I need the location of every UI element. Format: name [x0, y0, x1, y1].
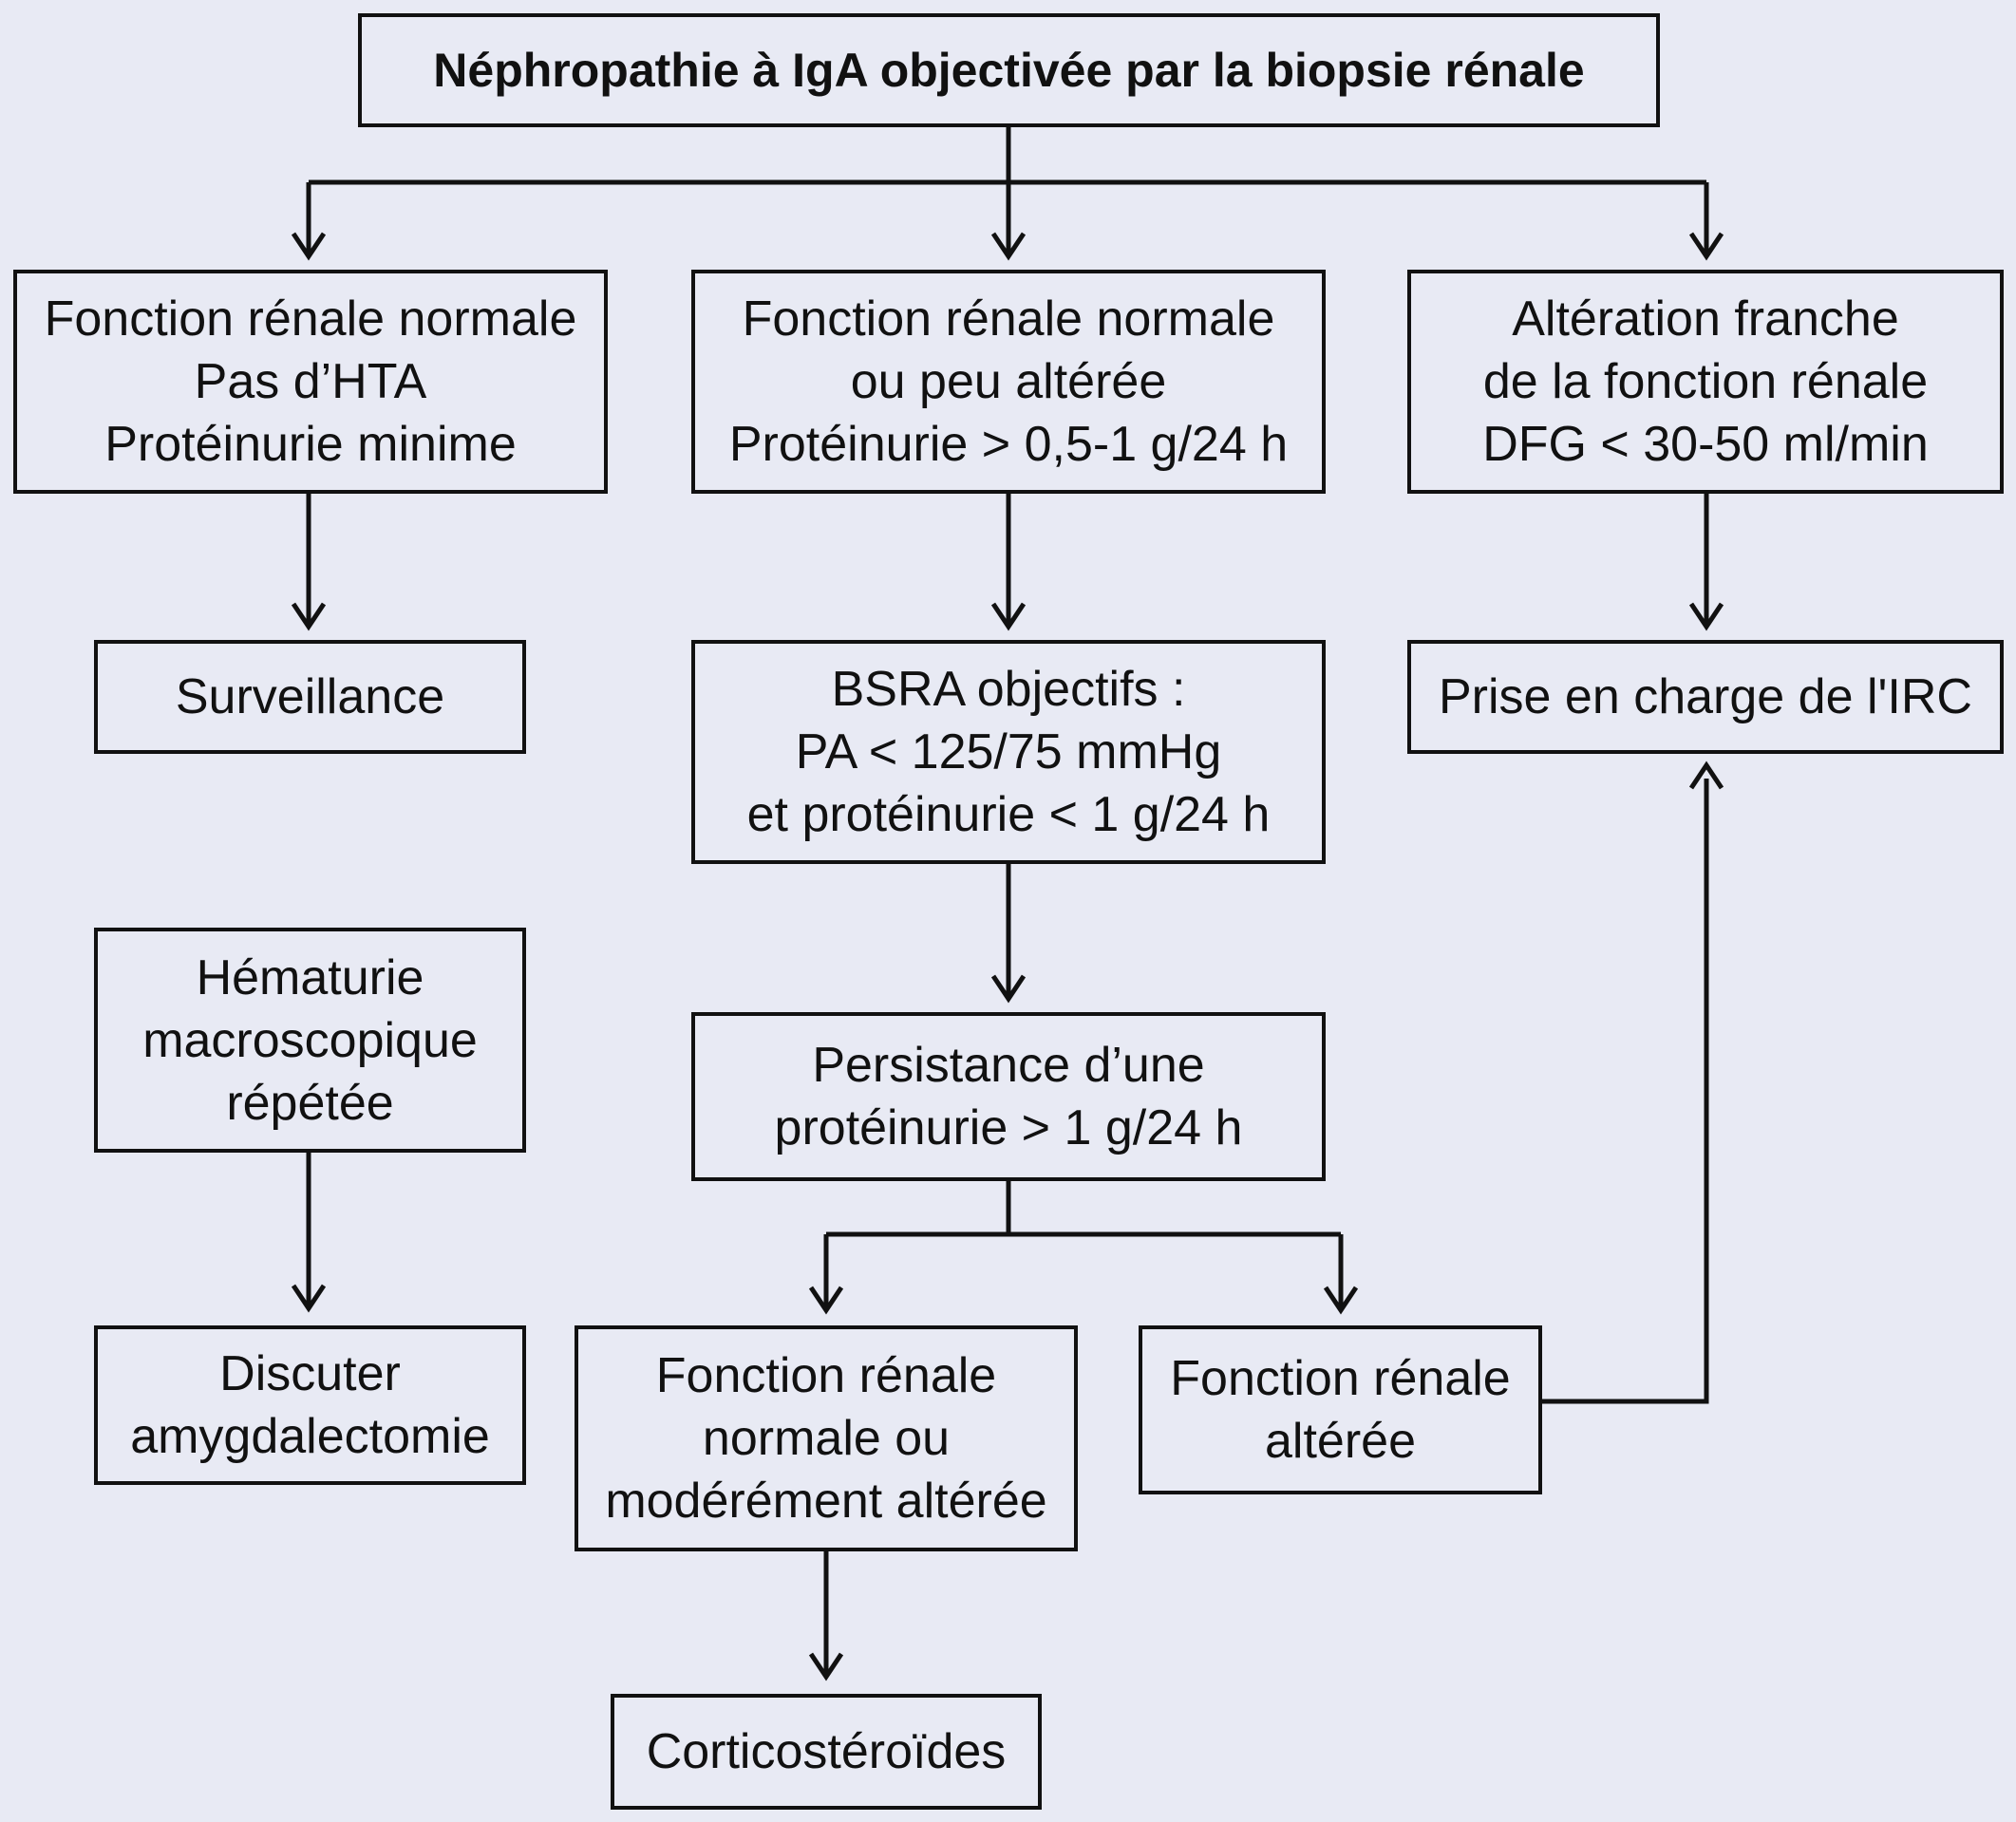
arrowhead-mid-top	[990, 232, 1027, 261]
node-irc: Prise en charge de l'IRC	[1407, 640, 2004, 754]
node-hematurie: Hématurie macroscopique répétée	[94, 928, 526, 1153]
arrowhead-surveillance	[291, 602, 327, 631]
node-fr-alteree: Fonction rénale altérée	[1139, 1325, 1542, 1494]
arrowhead-bsra	[990, 602, 1027, 631]
node-amygdalectomie-line-1: Discuter	[219, 1346, 401, 1401]
node-persistance-line-2: protéinurie > 1 g/24 h	[774, 1100, 1243, 1155]
edge-fr-alteree-irc	[1540, 779, 1709, 1404]
node-fr-normale-line-1: Fonction rénale	[655, 1348, 997, 1403]
node-fr-alteree-line-1: Fonction rénale	[1170, 1351, 1511, 1406]
node-surveillance-line: Surveillance	[175, 669, 445, 724]
arrowhead-persistance	[990, 974, 1027, 1004]
node-corticosteroides-line: Corticostéroïdes	[646, 1724, 1007, 1779]
node-corticosteroides: Corticostéroïdes	[611, 1694, 1042, 1810]
node-irc-line: Prise en charge de l'IRC	[1439, 669, 1972, 724]
node-fr-normale-line-2: normale ou	[702, 1411, 951, 1466]
node-hematurie-line-1: Hématurie	[196, 949, 424, 1005]
node-left-top: Fonction rénale normale Pas d’HTA Protéi…	[13, 270, 608, 494]
node-fr-normale: Fonction rénale normale ou modérément al…	[575, 1325, 1078, 1551]
node-fr-alteree-line-2: altérée	[1265, 1414, 1416, 1469]
node-bsra-line-1: BSRA objectifs :	[831, 662, 1186, 717]
node-hematurie-line-3: répétée	[226, 1075, 394, 1131]
arrowhead-irc-up	[1688, 761, 1724, 790]
node-root: Néphropathie à IgA objectivée par la bio…	[358, 13, 1660, 127]
node-persistance: Persistance d’une protéinurie > 1 g/24 h	[691, 1012, 1326, 1181]
node-bsra: BSRA objectifs : PA < 125/75 mmHg et pro…	[691, 640, 1326, 864]
node-persistance-line-1: Persistance d’une	[812, 1038, 1205, 1093]
node-right-top: Altération franche de la fonction rénale…	[1407, 270, 2004, 494]
node-mid-top-line-2: ou peu altérée	[850, 354, 1167, 409]
node-left-top-line-3: Protéinurie minime	[104, 417, 517, 472]
arrowhead-fr-alteree	[1323, 1286, 1359, 1315]
node-left-top-line-1: Fonction rénale normale	[44, 291, 577, 347]
node-root-line: Néphropathie à IgA objectivée par la bio…	[433, 44, 1585, 97]
node-mid-top: Fonction rénale normale ou peu altérée P…	[691, 270, 1326, 494]
node-surveillance: Surveillance	[94, 640, 526, 754]
node-mid-top-line-3: Protéinurie > 0,5-1 g/24 h	[728, 417, 1289, 472]
arrowhead-left-top	[291, 232, 327, 261]
node-hematurie-line-2: macroscopique	[142, 1012, 478, 1068]
node-mid-top-line-1: Fonction rénale normale	[742, 291, 1275, 347]
node-amygdalectomie: Discuter amygdalectomie	[94, 1325, 526, 1485]
arrowhead-fr-normale	[808, 1286, 844, 1315]
arrowhead-irc-down	[1688, 602, 1724, 631]
arrowhead-right-top	[1688, 232, 1724, 261]
node-amygdalectomie-line-2: amygdalectomie	[130, 1409, 490, 1464]
node-right-top-line-1: Altération franche	[1512, 291, 1899, 347]
node-right-top-line-2: de la fonction rénale	[1482, 354, 1929, 409]
node-fr-normale-line-3: modérément altérée	[605, 1474, 1047, 1529]
node-bsra-line-2: PA < 125/75 mmHg	[795, 724, 1222, 780]
node-bsra-line-3: et protéinurie < 1 g/24 h	[746, 787, 1271, 842]
arrowhead-corticosteroides	[808, 1652, 844, 1681]
arrowhead-amygdalectomie	[291, 1284, 327, 1313]
node-left-top-line-2: Pas d’HTA	[194, 354, 427, 409]
node-right-top-line-3: DFG < 30-50 ml/min	[1482, 417, 1929, 472]
